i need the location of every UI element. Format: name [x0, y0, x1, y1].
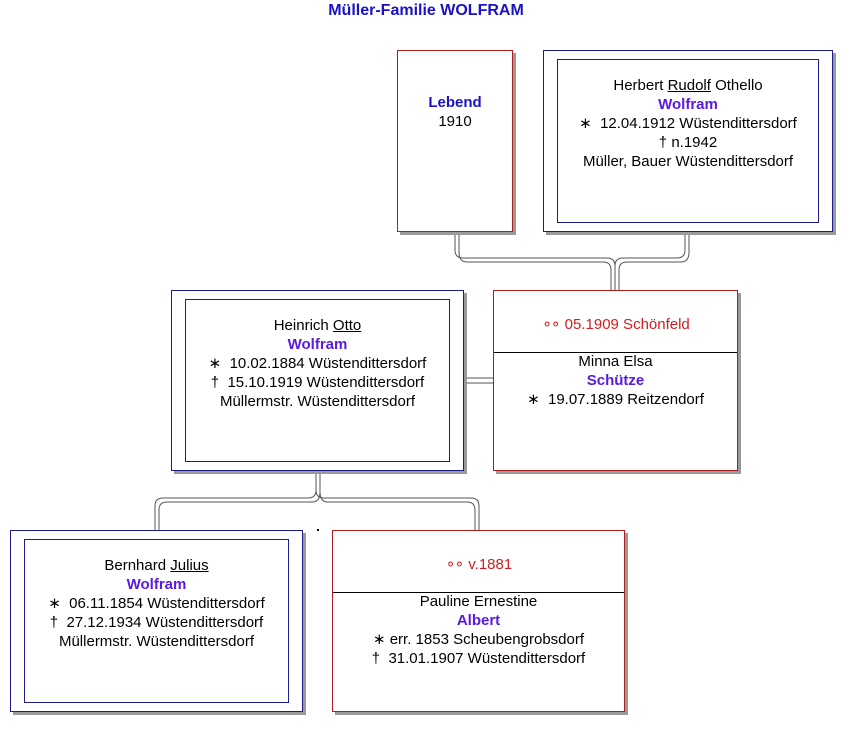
person-card-lebend[interactable]: Lebend 1910	[397, 50, 513, 232]
page-title: Müller-Familie WOLFRAM	[328, 2, 524, 19]
birth-icon: ∗	[527, 391, 540, 408]
person-card-minna[interactable]: ⚬⚬05.1909 Schönfeld Minna Elsa Schütze ∗…	[493, 290, 738, 471]
occupation: Müller, Bauer Wüstendittersdorf	[582, 153, 794, 170]
death-icon: †	[210, 374, 220, 391]
birth-year: 1910	[438, 113, 472, 130]
person-card-bernhard[interactable]: Bernhard Julius Wolfram ∗ 06.11.1854 Wüs…	[10, 530, 303, 712]
birth-icon: ∗	[372, 631, 386, 648]
person-surname: Wolfram	[126, 576, 187, 593]
person-surname: Schütze	[586, 372, 645, 389]
birth-icon: ∗	[208, 355, 222, 372]
person-surname: Wolfram	[287, 336, 348, 353]
person-surname: Wolfram	[658, 96, 718, 113]
death-icon: †	[371, 650, 381, 667]
birth-line: ∗ 10.02.1884 Wüstendittersdorf	[208, 355, 427, 372]
marriage-line: ⚬⚬v.1881	[444, 556, 513, 573]
death-icon: †	[658, 134, 668, 151]
occupation: Müllermstr. Wüstendittersdorf	[58, 633, 255, 650]
person-name: Pauline Ernestine	[419, 593, 538, 610]
death-line: † n.1942	[658, 134, 718, 151]
person-card-pauline[interactable]: ⚬⚬v.1881 Pauline Ernestine Albert ∗ err.…	[332, 530, 625, 712]
death-line: † 27.12.1934 Wüstendittersdorf	[49, 614, 264, 631]
person-name: Minna Elsa	[578, 353, 653, 370]
living-label: Lebend	[428, 94, 482, 111]
person-card-herbert[interactable]: Herbert Rudolf Othello Wolfram ∗ 12.04.1…	[543, 50, 833, 232]
birth-icon: ∗	[48, 595, 61, 612]
marriage-rings-icon: ⚬⚬	[444, 556, 466, 572]
death-line: † 15.10.1919 Wüstendittersdorf	[210, 374, 425, 391]
person-name: Bernhard Julius	[104, 557, 209, 574]
birth-icon: ∗	[579, 115, 592, 132]
marriage-line: ⚬⚬05.1909 Schönfeld	[541, 316, 690, 333]
person-surname: Albert	[456, 612, 501, 629]
divider	[494, 352, 737, 353]
birth-line: ∗ 06.11.1854 Wüstendittersdorf	[48, 595, 265, 612]
divider	[333, 592, 624, 593]
person-name: Heinrich Otto	[273, 317, 362, 334]
birth-line: ∗ 19.07.1889 Reitzendorf	[527, 391, 704, 408]
person-card-heinrich[interactable]: Heinrich Otto Wolfram ∗ 10.02.1884 Wüste…	[171, 290, 464, 471]
marriage-rings-icon: ⚬⚬	[541, 316, 562, 332]
death-icon: †	[49, 614, 59, 631]
occupation: Müllermstr. Wüstendittersdorf	[219, 393, 416, 410]
person-name: Herbert Rudolf Othello	[613, 77, 763, 94]
birth-line: ∗ 12.04.1912 Wüstendittersdorf	[579, 115, 797, 132]
birth-line: ∗ err. 1853 Scheubengrobsdorf	[372, 631, 585, 648]
death-line: † 31.01.1907 Wüstendittersdorf	[371, 650, 586, 667]
